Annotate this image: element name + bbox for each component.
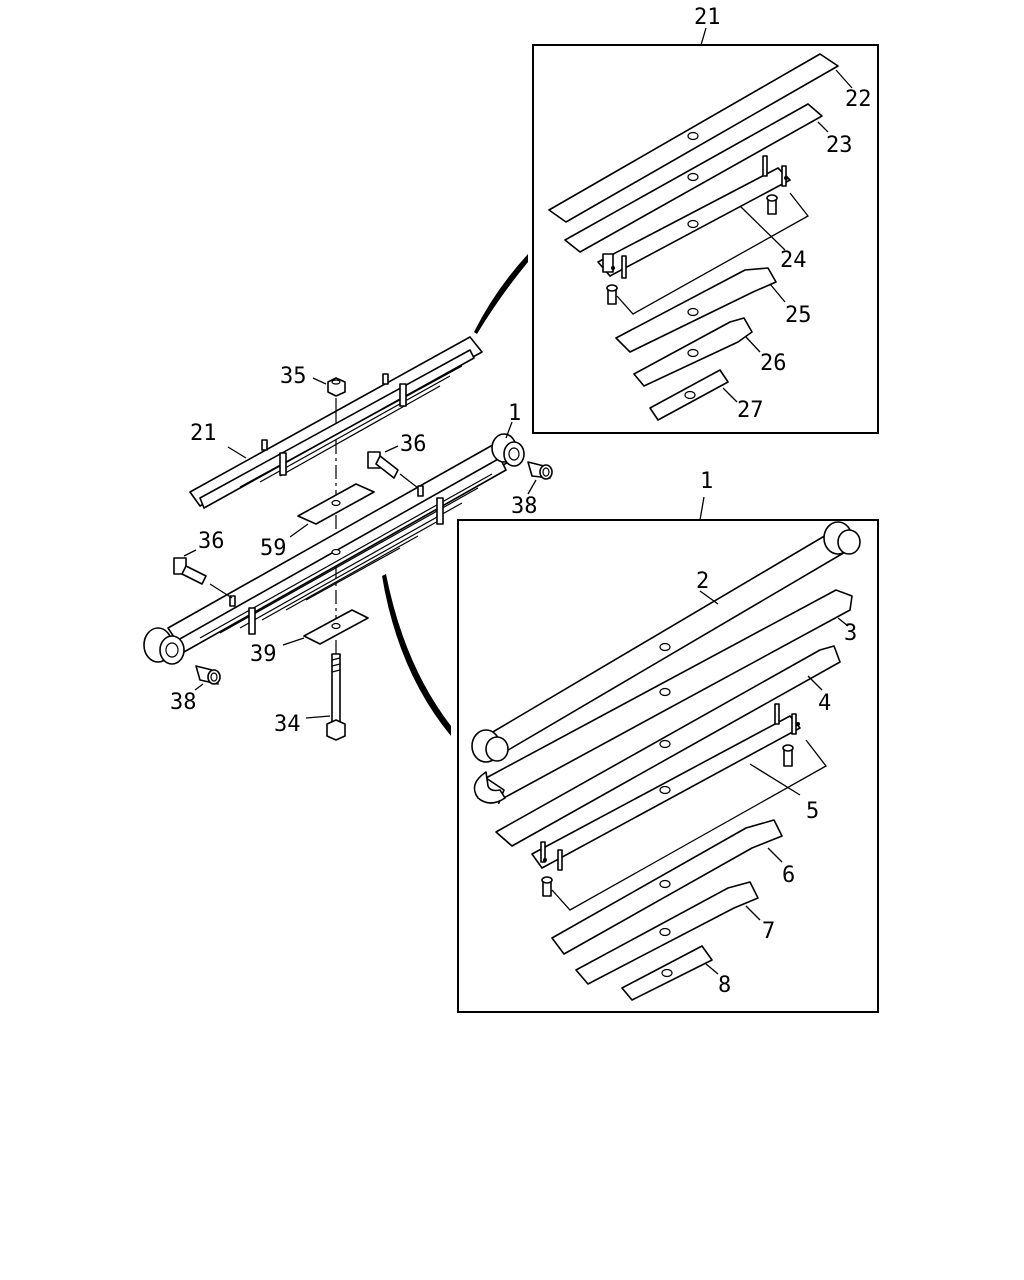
callout-26: 26 <box>760 351 787 376</box>
clip-bolt-5-left <box>541 876 553 897</box>
callout-22: 22 <box>845 87 872 112</box>
helper-leaf-27 <box>649 369 729 421</box>
callout-25: 25 <box>785 303 812 328</box>
helper-leaf-25 <box>615 267 777 353</box>
bolt-36-top <box>367 451 399 479</box>
callout-24: 24 <box>780 248 807 273</box>
main-spring-assembly-1 <box>143 433 525 665</box>
callout-4: 4 <box>818 691 831 716</box>
callout-23: 23 <box>826 133 853 158</box>
detail-box-main-spring <box>457 519 879 1013</box>
clip-bolt-24-right <box>766 194 778 215</box>
callout-7: 7 <box>762 919 775 944</box>
main-leaf-5-with-clips <box>531 703 801 871</box>
callout-27: 27 <box>737 398 764 423</box>
callout-36-top: 36 <box>400 432 427 457</box>
bushing-38-left <box>195 665 221 685</box>
callout-8: 8 <box>718 973 731 998</box>
nut-35 <box>327 377 346 397</box>
connector-to-detail-21 <box>474 254 528 334</box>
callout-38-left: 38 <box>170 690 197 715</box>
callout-3: 3 <box>844 621 857 646</box>
helper-leaf-24-with-clips <box>597 155 791 279</box>
callout-34: 34 <box>274 712 301 737</box>
detail-box-helper-spring <box>532 44 879 434</box>
plate-59 <box>297 483 375 525</box>
callout-6: 6 <box>782 863 795 888</box>
clip-bolt-5-right <box>782 744 794 767</box>
main-leaf-3 <box>473 589 853 805</box>
main-leaf-4 <box>495 645 841 847</box>
callout-21-main: 21 <box>190 421 217 446</box>
main-leaf-7 <box>575 881 759 985</box>
bushing-38-right <box>527 461 553 480</box>
callout-35: 35 <box>280 364 307 389</box>
callout-2: 2 <box>696 569 709 594</box>
bolt-36-left <box>173 557 207 585</box>
main-leaf-2 <box>471 521 861 763</box>
callout-21-detail: 21 <box>694 5 721 30</box>
callout-39: 39 <box>250 642 277 667</box>
helper-leaf-23 <box>564 103 823 253</box>
callout-1-detail: 1 <box>700 469 713 494</box>
helper-leaf-22 <box>548 53 839 223</box>
callout-5: 5 <box>806 799 819 824</box>
callout-36-left: 36 <box>198 529 225 554</box>
main-leaf-6 <box>551 819 783 955</box>
center-bolt-34 <box>326 653 346 741</box>
helper-leaf-26 <box>633 317 753 387</box>
callout-59: 59 <box>260 536 287 561</box>
callout-1-main: 1 <box>508 401 521 426</box>
plate-39 <box>303 609 369 645</box>
main-leaf-8 <box>621 945 713 1001</box>
connector-to-detail-1 <box>382 574 451 736</box>
callout-38-right: 38 <box>511 494 538 519</box>
clip-bolt-24-left <box>606 284 618 305</box>
